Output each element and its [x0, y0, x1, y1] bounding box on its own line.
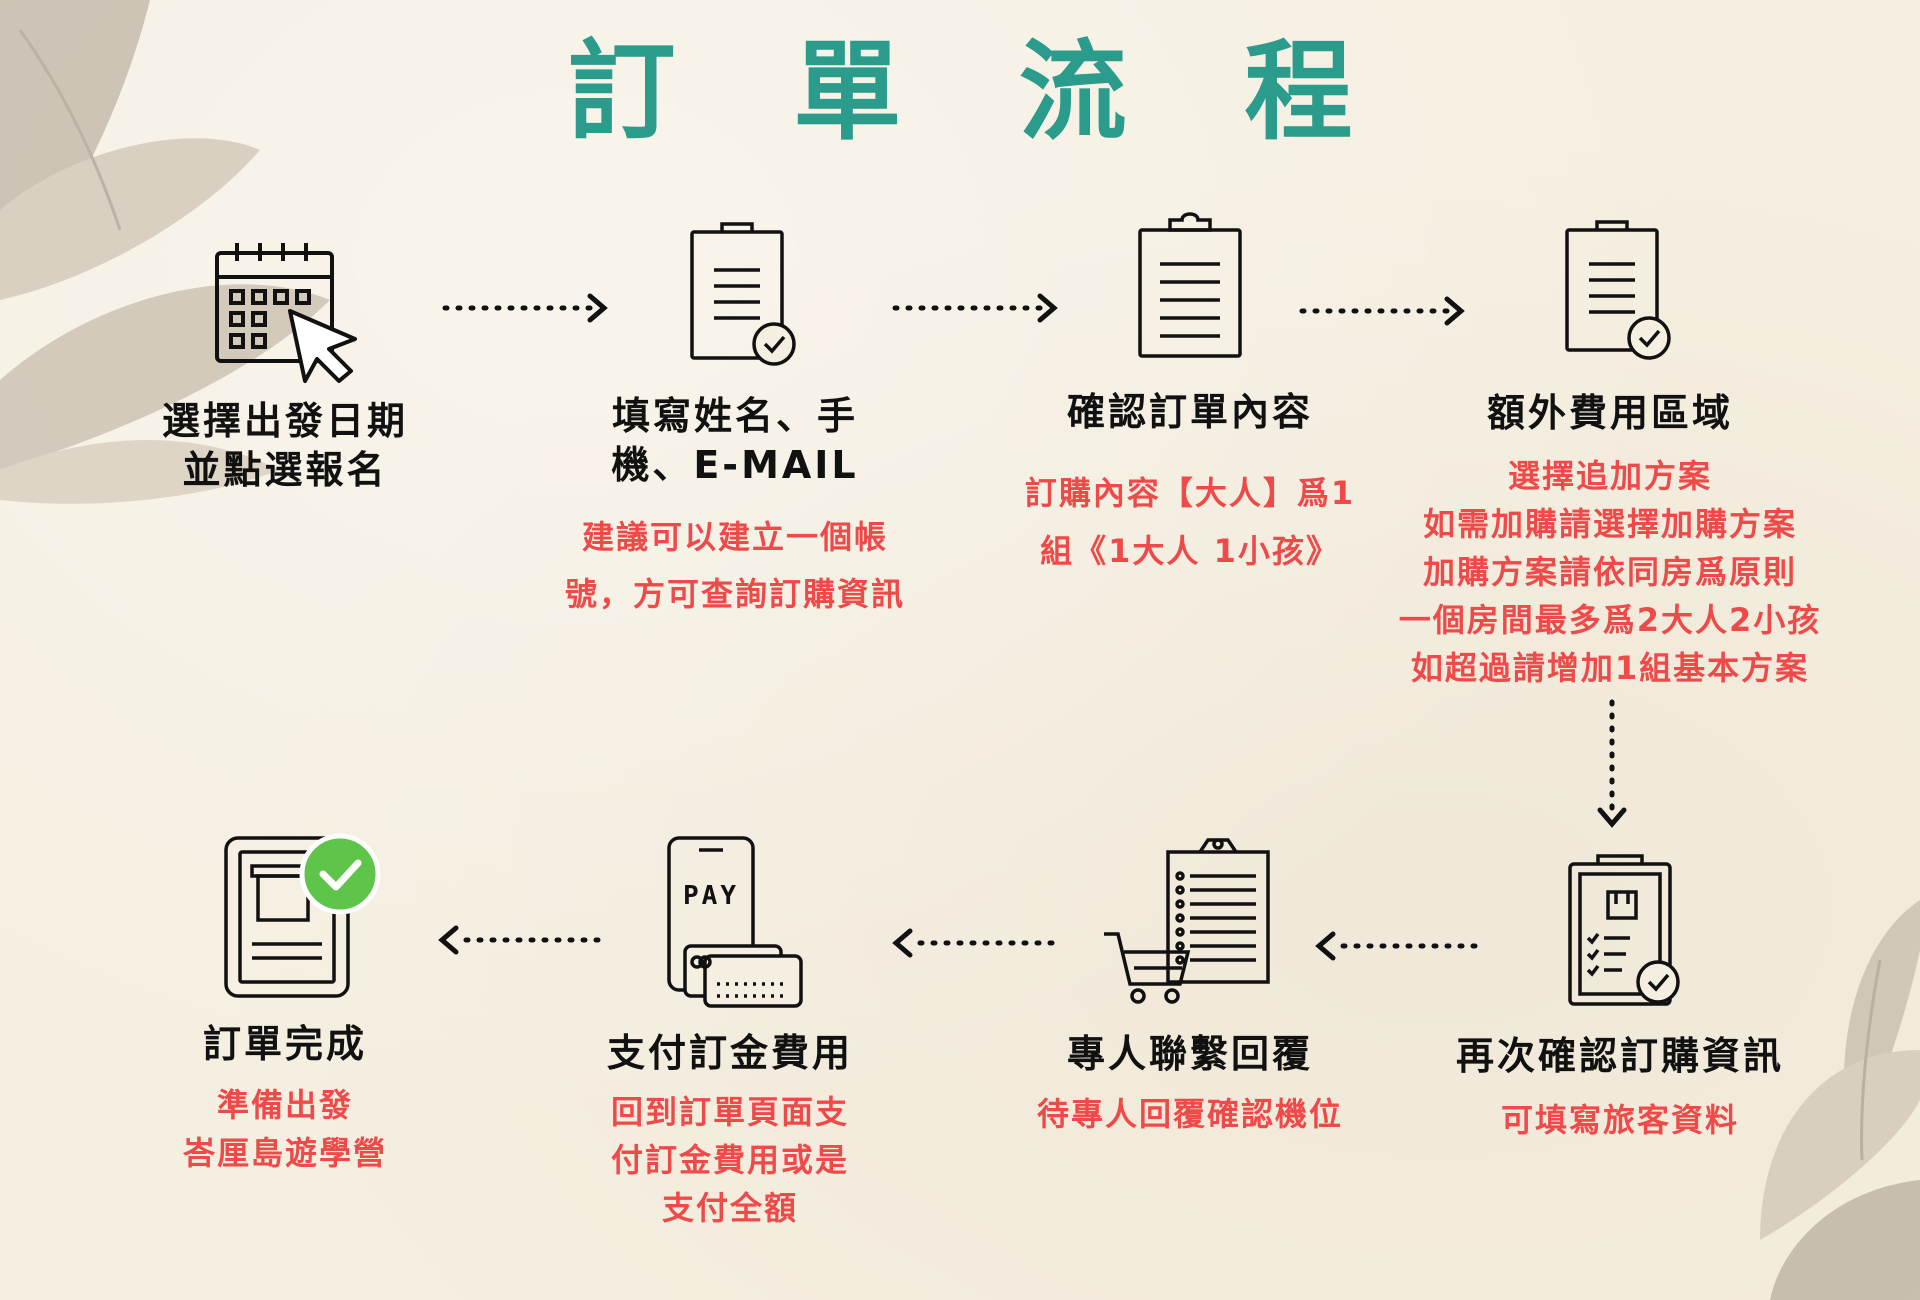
step-3-confirm-order: 確認訂單內容 訂購內容【大人】爲1 組《1大人 1小孩》 — [960, 212, 1420, 581]
step-2-label: 填寫姓名、手 機、E-MAIL — [611, 394, 859, 488]
step-6-agent-contact: 專人聯繫回覆 待專人回覆確認機位 — [960, 838, 1420, 1135]
calendar-click-icon — [215, 243, 357, 383]
step-2-fill-info: 填寫姓名、手 機、E-MAIL 建議可以建立一個帳 號，方可查詢訂購資訊 — [505, 222, 965, 624]
form-check-icon — [1565, 220, 1671, 360]
step-7-label: 支付訂金費用 — [606, 1031, 853, 1075]
cart-list-icon — [1104, 838, 1270, 1004]
pay-text: PAY — [683, 881, 739, 911]
step-6-note: 待專人回覆確認機位 — [1036, 1095, 1343, 1134]
step-5-note: 可填寫旅客資料 — [1500, 1101, 1739, 1140]
step-4-extra-fees: 額外費用區域 選擇追加方案 如需加購請選擇加購方案 加購方案請依同房爲原則 一個… — [1380, 220, 1840, 692]
phone-pay-card-icon: PAY — [667, 836, 803, 1008]
leaf-top-left — [0, 0, 330, 504]
step-8-label: 訂單完成 — [202, 1022, 367, 1066]
order-complete-icon — [224, 833, 380, 998]
step-2-note: 建議可以建立一個帳 號，方可查詢訂購資訊 — [564, 517, 905, 614]
step-7-pay-deposit: PAY 支付訂金費用 回到訂單頁面支 付訂金費用或是 支付全額 — [500, 834, 960, 1232]
step-1-select-date: 選擇出發日期 並點選報名 — [55, 235, 515, 496]
step-5-label: 再次確認訂購資訊 — [1455, 1034, 1784, 1078]
clipboard-checklist-icon — [1568, 854, 1680, 1006]
step-5-reconfirm: 再次確認訂購資訊 可填寫旅客資料 — [1390, 852, 1850, 1141]
step-7-note: 回到訂單頁面支 付訂金費用或是 支付全額 — [610, 1093, 849, 1228]
leaf-bottom-right — [1760, 900, 1920, 1300]
step-3-note: 訂購內容【大人】爲1 組《1大人 1小孩》 — [1024, 474, 1356, 570]
form-check-icon — [690, 222, 796, 366]
step-4-label: 額外費用區域 — [1486, 391, 1733, 435]
step-1-label: 選擇出發日期 並點選報名 — [161, 399, 408, 493]
step-3-label: 確認訂單內容 — [1066, 390, 1313, 434]
step-8-note: 準備出發 峇厘島遊學營 — [182, 1086, 387, 1173]
step-8-order-complete: 訂單完成 準備出發 峇厘島遊學營 — [55, 832, 515, 1177]
clipboard-list-icon — [1138, 212, 1242, 358]
page-title: 訂 單 流 程 — [567, 30, 1393, 155]
step-6-label: 專人聯繫回覆 — [1066, 1032, 1313, 1076]
step-4-note: 選擇追加方案 如需加購請選擇加購方案 加購方案請依同房爲原則 一個房間最多爲2大… — [1398, 457, 1822, 688]
